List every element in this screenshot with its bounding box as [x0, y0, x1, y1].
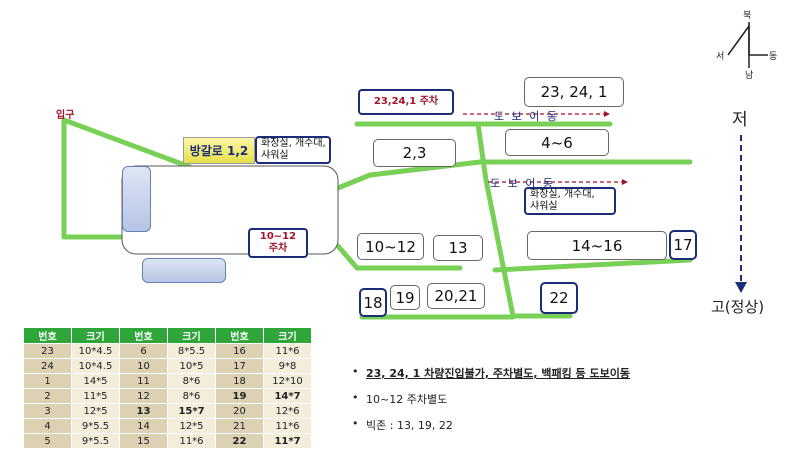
table-cell: 9*5.5 [71, 433, 120, 449]
header-cell: 크기 [167, 327, 216, 344]
site-20-21[interactable]: 20,21 [427, 283, 485, 309]
table-cell: 14*5 [71, 373, 120, 389]
elevation-low: 저 [732, 110, 748, 130]
header-cell: 크기 [71, 327, 120, 344]
list-item: 23, 24, 1 차량진입불가, 주차별도, 백패킹 등 도보이동 [350, 365, 630, 391]
walk-arrow-icon-2 [488, 179, 628, 185]
table-cell: 12 [119, 388, 168, 404]
table-cell: 12*10 [263, 373, 312, 389]
facility-2[interactable]: 화장실, 개수대,샤워실 [524, 187, 616, 215]
compass-south: 남 [745, 71, 754, 81]
road-upper-east [367, 159, 693, 178]
site-19[interactable]: 19 [390, 285, 420, 310]
table-row: 1 14*5 11 8*6 18 12*10 [23, 373, 312, 389]
elevation-high: 고(정상) [711, 298, 765, 316]
table-row: 23 10*4.5 6 8*5.5 16 11*6 [23, 343, 312, 359]
table-cell: 21 [215, 418, 264, 434]
site-23-24-1[interactable]: 23, 24, 1 [524, 77, 624, 107]
table-cell: 11 [119, 373, 168, 389]
table-row: 5 9*5.5 15 11*6 22 11*7 [23, 433, 312, 449]
table-cell: 15 [119, 433, 168, 449]
table-cell: 11*6 [167, 433, 216, 449]
compass-west: 서 [716, 52, 725, 62]
table-cell: 19 [215, 388, 264, 404]
table-cell: 8*6 [167, 388, 216, 404]
road-lower [335, 243, 463, 271]
list-item: 10~12 주차별도 [350, 391, 630, 417]
facility-1[interactable]: 화장실, 개수대,샤워실 [255, 136, 331, 164]
table-cell: 20 [215, 403, 264, 419]
table-cell: 10*4.5 [71, 343, 120, 359]
site-size-table: 번호 크기 번호 크기 번호 크기 23 10*4.5 6 8*5.5 16 1… [23, 327, 312, 449]
table-cell: 9*5.5 [71, 418, 120, 434]
header-cell: 번호 [215, 327, 264, 344]
table-cell: 9*8 [263, 358, 312, 374]
table-cell: 5 [23, 433, 72, 449]
walk-label-2: 도 보 이 동 [490, 177, 555, 190]
table-cell: 11*6 [263, 343, 312, 359]
table-row: 24 10*4.5 10 10*5 17 9*8 [23, 358, 312, 374]
roads [61, 117, 693, 320]
notes-list: 23, 24, 1 차량진입불가, 주차별도, 백패킹 등 도보이동 10~12… [350, 365, 630, 443]
entrance-label: 입구 [56, 110, 75, 121]
bangalow-label[interactable]: 방갈로 1,2 [183, 137, 255, 164]
table-cell: 10*4.5 [71, 358, 120, 374]
header-cell: 번호 [23, 327, 72, 344]
road-lower-east [492, 257, 693, 273]
table-cell: 6 [119, 343, 168, 359]
walk-label-1: 도 보 이 동 [494, 110, 559, 123]
table-cell: 11*5 [71, 388, 120, 404]
table-cell: 23 [23, 343, 72, 359]
table-cell: 14*7 [263, 388, 312, 404]
table-cell: 11*6 [263, 418, 312, 434]
table-cell: 12*5 [167, 418, 216, 434]
compass-icon [727, 22, 768, 68]
road-to-23 [335, 172, 373, 191]
site-13[interactable]: 13 [433, 235, 483, 261]
header-cell: 크기 [263, 327, 312, 344]
walk-arrow-icon-1 [463, 111, 610, 117]
road-entrance [61, 117, 193, 240]
table-cell: 24 [23, 358, 72, 374]
table-cell: 8*5.5 [167, 343, 216, 359]
table-cell: 8*6 [167, 373, 216, 389]
parking-23-note[interactable]: 23,24,1 주차 [358, 89, 454, 115]
compass-north: 북 [743, 11, 752, 21]
table-row: 4 9*5.5 14 12*5 21 11*6 [23, 418, 312, 434]
compass-east: 동 [769, 52, 778, 62]
table-cell: 14 [119, 418, 168, 434]
table-row: 2 11*5 12 8*6 19 14*7 [23, 388, 312, 404]
table-cell: 12*5 [71, 403, 120, 419]
table-cell: 4 [23, 418, 72, 434]
table-cell: 17 [215, 358, 264, 374]
site-17[interactable]: 17 [669, 230, 697, 260]
table-cell: 13 [119, 403, 168, 419]
table-cell: 22 [215, 433, 264, 449]
site-4-6[interactable]: 4~6 [505, 129, 609, 156]
table-cell: 16 [215, 343, 264, 359]
table-header-row: 번호 크기 번호 크기 번호 크기 [23, 327, 312, 344]
table-cell: 12*6 [263, 403, 312, 419]
table-cell: 10*5 [167, 358, 216, 374]
header-cell: 번호 [119, 327, 168, 344]
building-bottom [142, 258, 226, 283]
table-cell: 2 [23, 388, 72, 404]
site-18[interactable]: 18 [359, 288, 387, 317]
site-10-12[interactable]: 10~12 [357, 233, 424, 260]
table-row: 3 12*5 13 15*7 20 12*6 [23, 403, 312, 419]
table-cell: 10 [119, 358, 168, 374]
table-cell: 11*7 [263, 433, 312, 449]
table-cell: 15*7 [167, 403, 216, 419]
table-cell: 3 [23, 403, 72, 419]
table-cell: 18 [215, 373, 264, 389]
list-item: 빅존 : 13, 19, 22 [350, 417, 630, 443]
site-22[interactable]: 22 [540, 282, 578, 314]
site-14-16[interactable]: 14~16 [527, 231, 667, 260]
elevation-arrow-icon [735, 135, 747, 293]
table-cell: 1 [23, 373, 72, 389]
building-left [122, 166, 151, 232]
site-2-3[interactable]: 2,3 [373, 139, 456, 167]
